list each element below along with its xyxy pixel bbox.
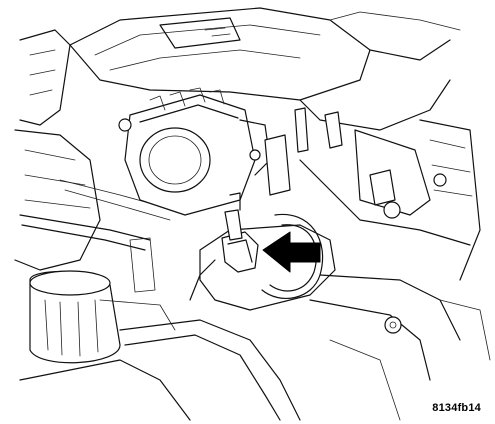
- left-engine-components: [14, 29, 176, 271]
- lower-pipes: [19, 237, 491, 421]
- callout-arrow: [262, 231, 321, 273]
- figure-id-label: 8134fb14: [432, 402, 481, 414]
- oil-filter: [29, 270, 121, 364]
- fuel-rail-and-injectors: [264, 107, 481, 281]
- intake-manifold-cover: [69, 7, 461, 131]
- sensor-connector: [189, 192, 259, 301]
- intake-tube: [199, 213, 461, 381]
- throttle-body: [118, 87, 271, 216]
